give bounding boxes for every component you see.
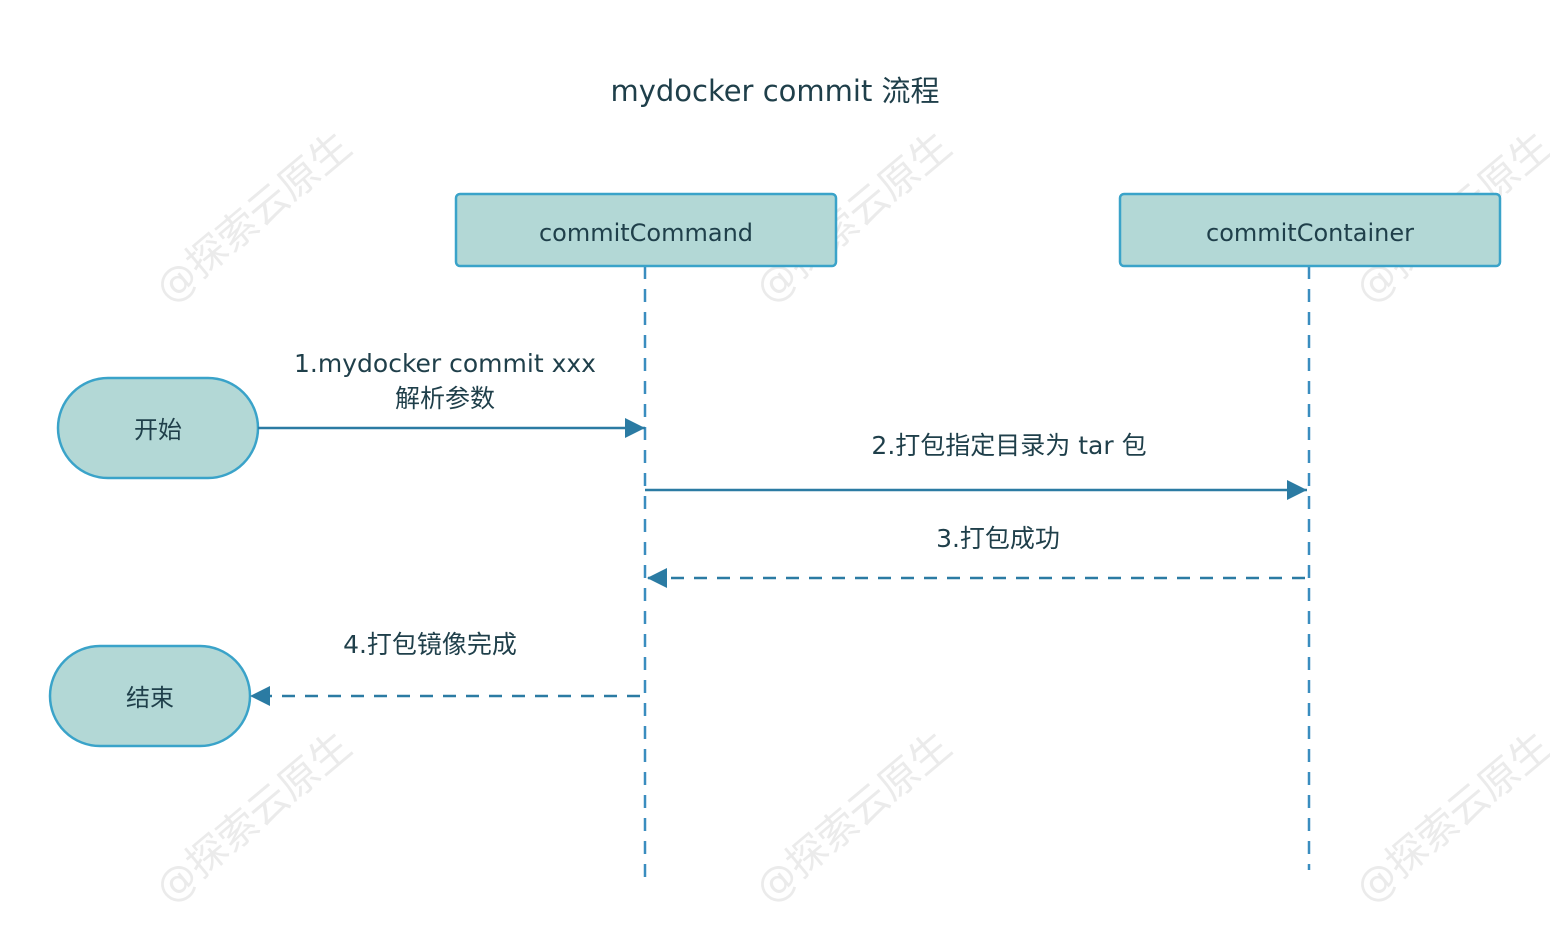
participant-commitCommand: commitCommand — [454, 192, 838, 268]
terminal-start: 开始 — [56, 376, 260, 480]
participant-label: commitCommand — [539, 219, 753, 247]
watermark: @探索云原生 — [147, 723, 360, 913]
terminal-end: 结束 — [48, 644, 252, 748]
message-4: 4.打包镜像完成 — [250, 630, 640, 706]
message-3: 3.打包成功 — [647, 524, 1305, 588]
terminal-label: 开始 — [134, 416, 182, 444]
message-2: 2.打包指定目录为 tar 包 — [645, 431, 1307, 500]
message-1-label-line-1: 1.mydocker commit xxx — [294, 349, 596, 378]
participant-commitContainer: commitContainer — [1118, 192, 1502, 268]
watermark: @探索云原生 — [747, 723, 960, 913]
diagram-title: mydocker commit 流程 — [610, 74, 939, 108]
message-3-label: 3.打包成功 — [936, 524, 1060, 553]
watermark: @探索云原生 — [1347, 723, 1550, 913]
message-1: 1.mydocker commit xxx 解析参数 — [258, 349, 645, 438]
watermark: @探索云原生 — [147, 123, 360, 313]
message-1-label-line-2: 解析参数 — [395, 384, 495, 413]
message-2-label: 2.打包指定目录为 tar 包 — [871, 431, 1146, 460]
message-4-label: 4.打包镜像完成 — [343, 630, 517, 659]
terminal-label: 结束 — [126, 684, 174, 712]
participant-label: commitContainer — [1206, 219, 1414, 247]
